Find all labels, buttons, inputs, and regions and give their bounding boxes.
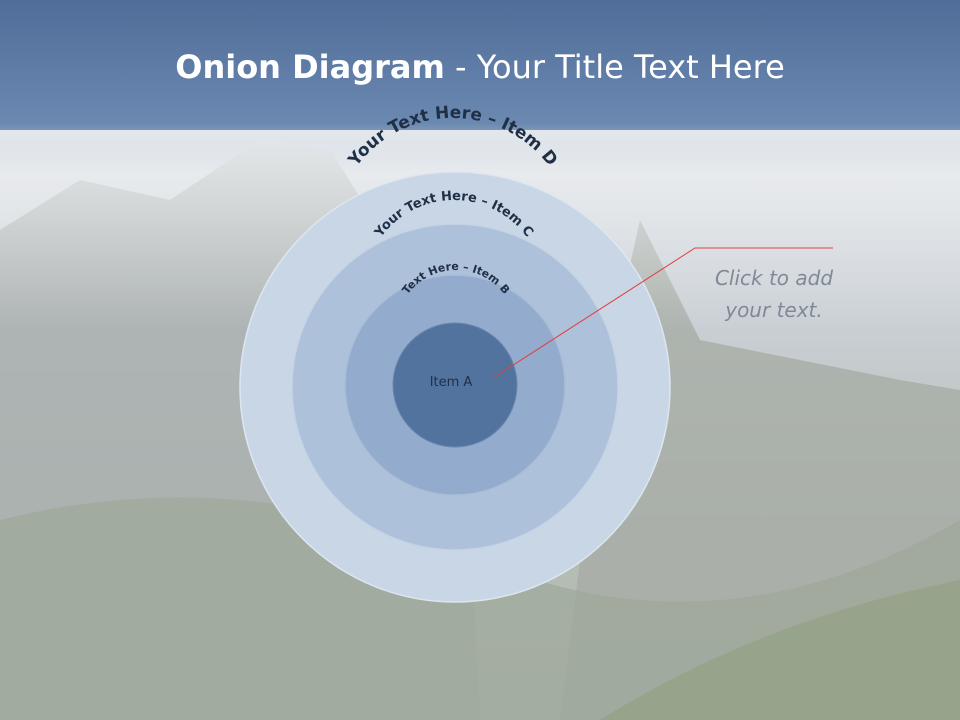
title-rest: - Your Title Text Here: [444, 48, 785, 86]
slide-title: Onion Diagram - Your Title Text Here: [0, 48, 960, 86]
callout-line-2: your text.: [725, 298, 823, 322]
callout-text[interactable]: Click to add your text.: [674, 262, 874, 326]
core-item-a[interactable]: [392, 322, 518, 448]
ring-d-label: Your Text Here – Item D: [344, 103, 561, 171]
title-bold: Onion Diagram: [175, 48, 445, 86]
green-slope: [600, 580, 960, 720]
callout-line: [492, 247, 833, 379]
core-label: Item A: [430, 375, 473, 390]
callout-line-1: Click to add: [714, 266, 834, 290]
